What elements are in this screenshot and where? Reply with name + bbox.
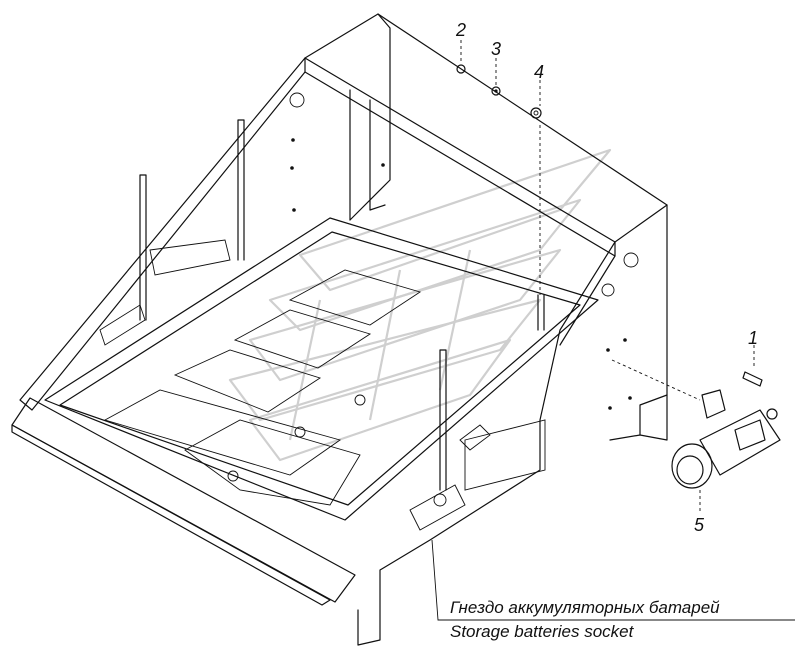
callout-1: 1 [748, 328, 758, 348]
caption-leader [431, 539, 795, 621]
callout-4: 4 [534, 62, 544, 82]
bolt-part-1 [742, 345, 763, 387]
washer-part-3 [491, 58, 501, 96]
socket-part-5 [611, 359, 781, 512]
watermark-logo [228, 148, 612, 462]
battery-tray-assembly [11, 13, 668, 646]
callout-5: 5 [694, 515, 705, 535]
caption-ru: Гнездо аккумуляторных батарей [450, 598, 720, 617]
washer-part-4 [530, 80, 542, 295]
callout-2: 2 [455, 20, 466, 40]
caption-en: Storage batteries socket [450, 622, 635, 641]
nut-part-2 [456, 40, 466, 74]
callout-3: 3 [491, 39, 501, 59]
